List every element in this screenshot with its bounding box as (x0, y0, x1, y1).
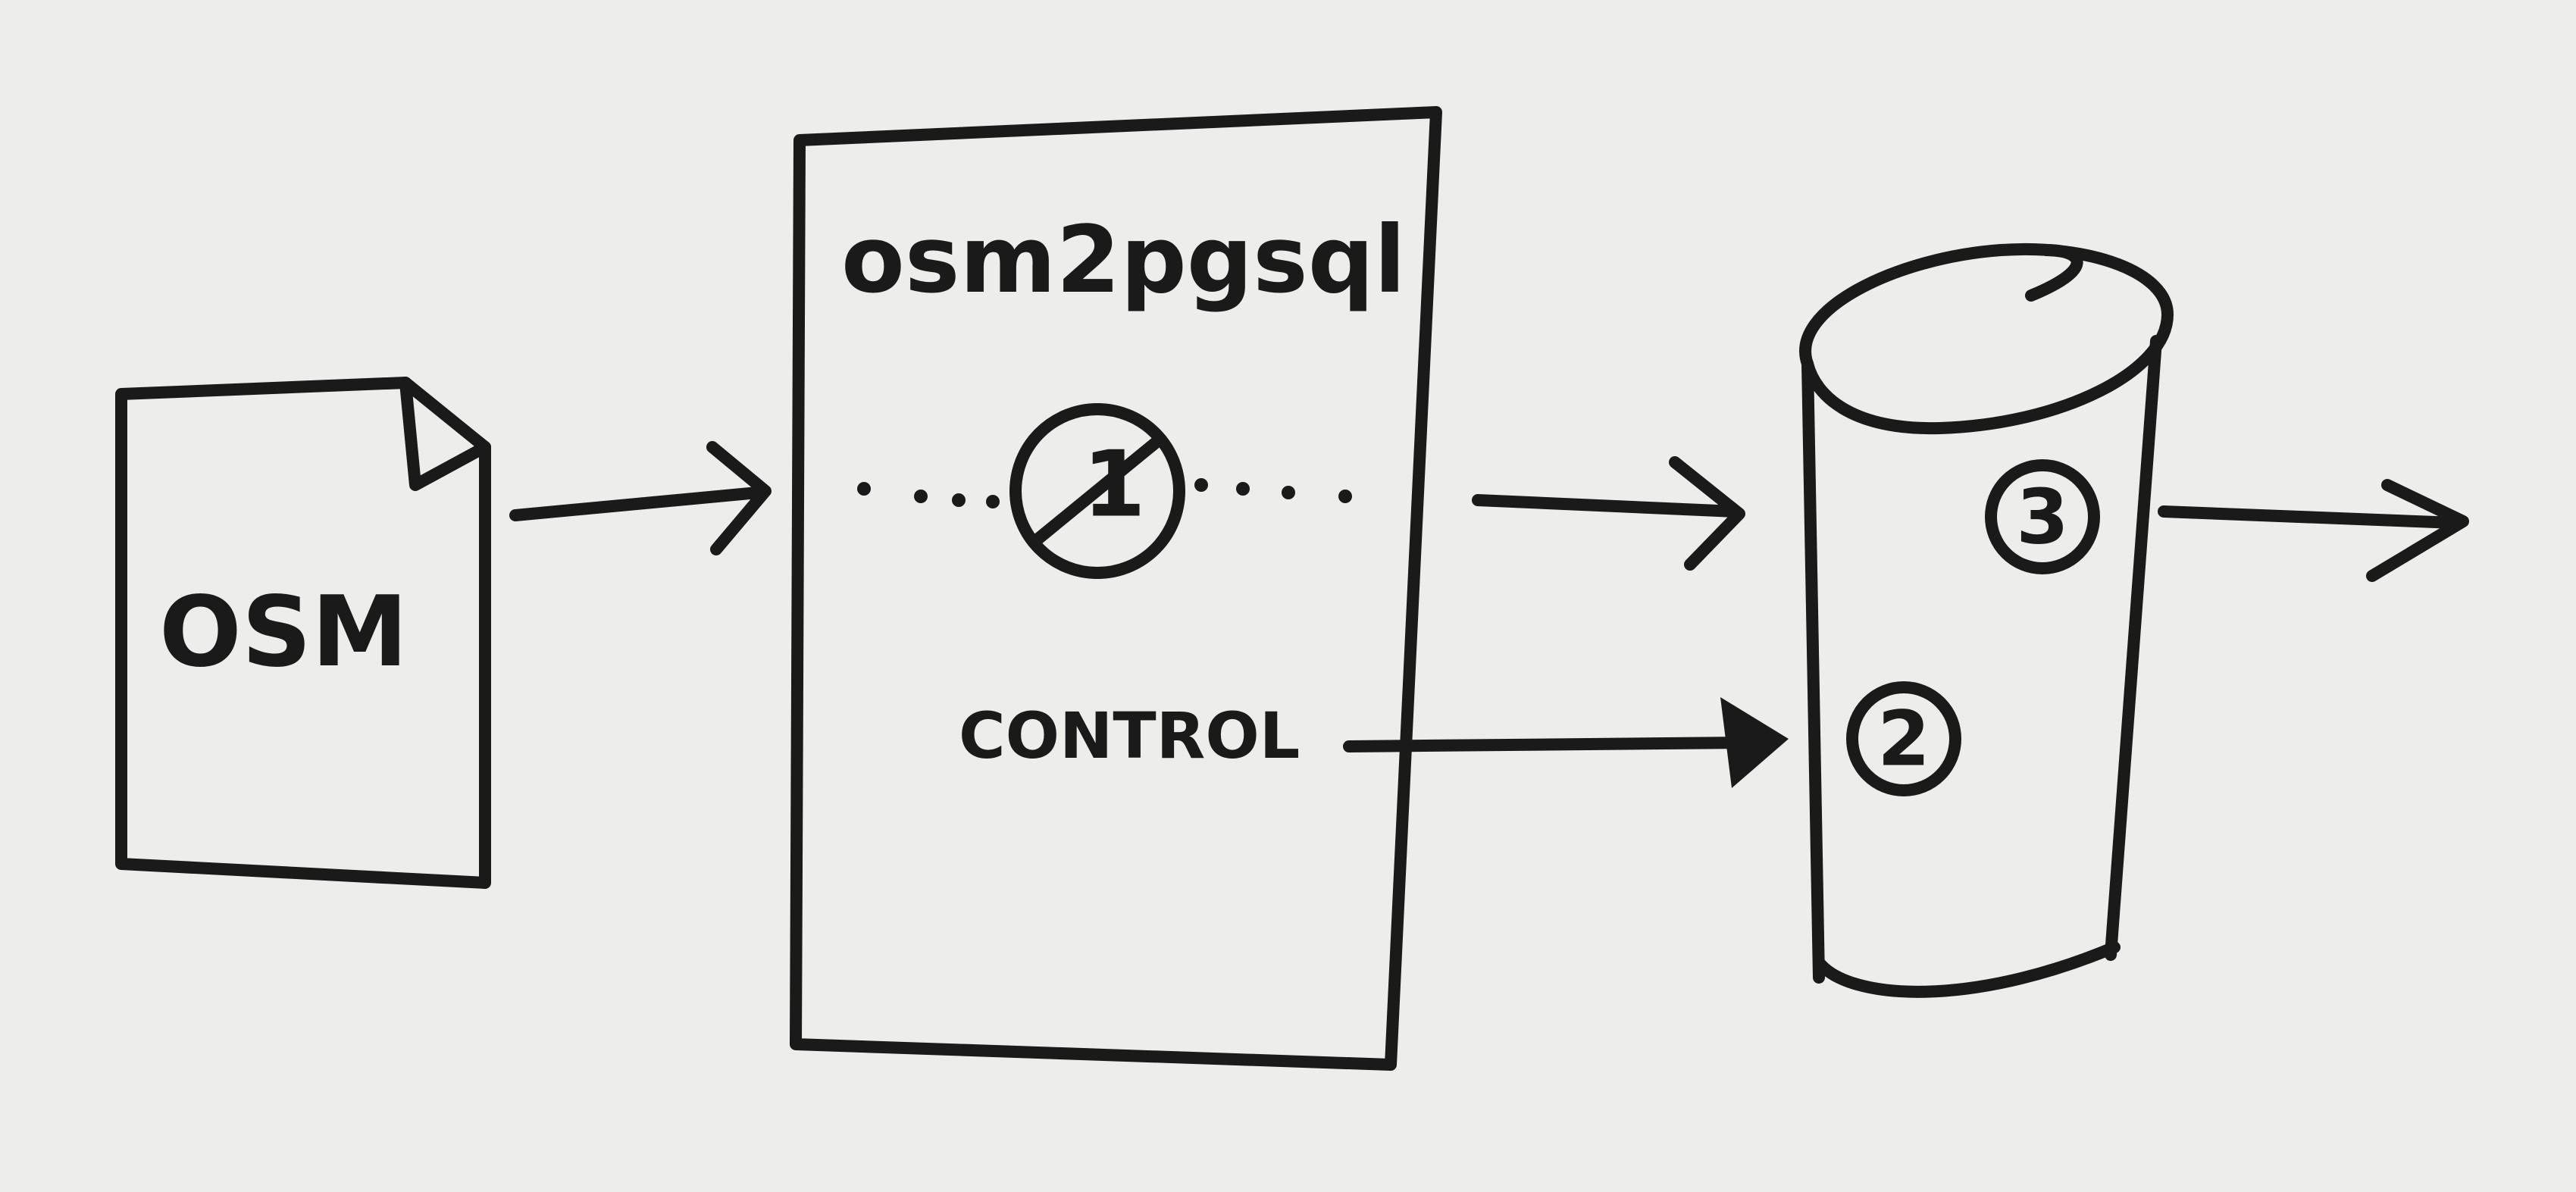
database-marker-2: 2 (1846, 681, 1961, 796)
osm2pgsql-title: osm2pgsql (841, 206, 1406, 314)
step-1-marker: 1 (1009, 403, 1185, 579)
database-marker-2-number: 2 (1877, 695, 1930, 784)
osm-file-fold-icon (399, 377, 491, 491)
arrow-control-to-database (1343, 697, 1789, 788)
arrow-database-to-output (2158, 479, 2469, 582)
database-node: 3 2 (1799, 243, 2174, 998)
database-bottom (1813, 941, 2121, 998)
database-left-side (1801, 358, 1825, 984)
step-1-number: 1 (1082, 433, 1146, 538)
osm-file-label: OSM (159, 576, 408, 689)
arrow-osm2pgsql-to-database (1472, 456, 1745, 571)
step-1-row: 1 (857, 403, 1352, 579)
database-marker-3: 3 (1985, 459, 2100, 574)
osm-file-node: OSM (115, 377, 491, 889)
database-marker-3-number: 3 (2016, 473, 2069, 562)
database-right-side (2105, 335, 2162, 961)
database-top-ellipse (1799, 243, 2174, 435)
control-label: CONTROL (959, 699, 1300, 773)
osm-file-outline (115, 377, 491, 889)
osm2pgsql-node: osm2pgsql 1 CONTROL (790, 106, 1442, 1071)
database-top-notch (2025, 244, 2083, 302)
osm2pgsql-box-outline (790, 106, 1442, 1071)
arrow-osm-to-osm2pgsql (509, 441, 772, 555)
